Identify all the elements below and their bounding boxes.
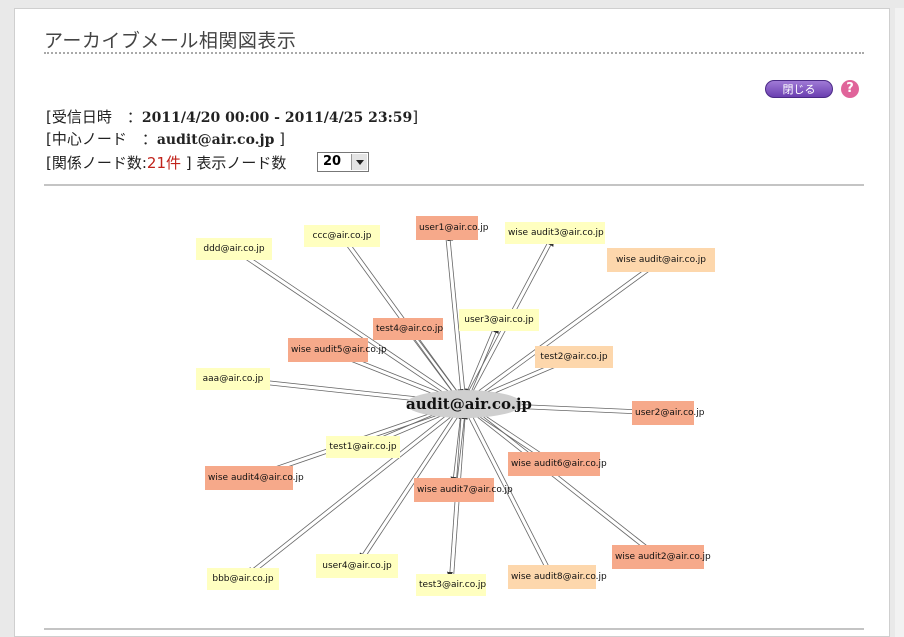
graph-node[interactable]: test2@air.co.jp bbox=[535, 346, 613, 368]
edge-from-center bbox=[464, 264, 658, 406]
chevron-down-icon[interactable] bbox=[351, 154, 367, 170]
received-date-label: [受信日時 ： bbox=[46, 108, 142, 126]
graph-node[interactable]: user4@air.co.jp bbox=[316, 554, 398, 578]
page-title: アーカイブメール相関図表示 bbox=[44, 30, 297, 52]
related-node-row: [関係ノード数:21件 ] 表示ノード数 bbox=[46, 152, 286, 173]
edge-to-center bbox=[340, 236, 459, 399]
related-count-value: 21件 bbox=[146, 154, 182, 172]
graph-node[interactable]: wise audit6@air.co.jp bbox=[508, 452, 607, 476]
related-count-label: [関係ノード数: bbox=[46, 154, 147, 172]
graph-node[interactable]: bbb@air.co.jp bbox=[207, 568, 279, 590]
graph-node[interactable]: test4@air.co.jp bbox=[373, 318, 443, 340]
display-count-label: ] 表示ノード数 bbox=[181, 154, 287, 172]
edge-to-center bbox=[406, 329, 458, 400]
edge-to-center bbox=[232, 250, 457, 402]
edge-to-center bbox=[358, 411, 462, 568]
close-button[interactable]: 閉じる bbox=[765, 80, 833, 98]
window-scrollbar[interactable] bbox=[895, 8, 904, 637]
graph-node[interactable]: wise audit8@air.co.jp bbox=[508, 565, 607, 589]
section-divider-top bbox=[44, 184, 864, 186]
edge-from-center bbox=[246, 402, 464, 575]
received-date-value: 2011/4/20 00:00 - 2011/4/25 23:59 bbox=[141, 110, 413, 126]
graph-node[interactable]: test1@air.co.jp bbox=[326, 436, 400, 458]
edge-to-center bbox=[444, 228, 464, 397]
center-node-end: ] bbox=[274, 130, 286, 148]
edge-to-center bbox=[464, 319, 498, 397]
edge-from-center bbox=[461, 404, 548, 573]
graph-node[interactable]: test3@air.co.jp bbox=[416, 574, 486, 596]
edge-to-center bbox=[469, 410, 555, 577]
center-node-label: [中心ノード ： bbox=[46, 130, 157, 148]
graph-node[interactable]: aaa@air.co.jp bbox=[196, 368, 270, 390]
edge-from-center bbox=[239, 250, 466, 403]
edge-from-center bbox=[462, 405, 653, 556]
graph-node[interactable]: ccc@air.co.jp bbox=[304, 225, 380, 247]
graph-node[interactable]: wise audit4@air.co.jp bbox=[205, 466, 304, 490]
center-node-value: audit@air.co.jp bbox=[156, 132, 275, 148]
graph-node[interactable]: wise audit2@air.co.jp bbox=[612, 545, 711, 569]
graph-node[interactable]: user3@air.co.jp bbox=[459, 309, 539, 331]
graph-node[interactable]: user1@air.co.jp bbox=[416, 216, 488, 240]
edge-to-center bbox=[455, 412, 468, 491]
display-count-select[interactable]: 20 bbox=[317, 152, 369, 172]
display-count-value: 20 bbox=[323, 154, 342, 169]
title-divider bbox=[44, 52, 864, 54]
received-date-row: [受信日時 ：2011/4/20 00:00 - 2011/4/25 23:59… bbox=[46, 106, 418, 127]
graph-node[interactable]: wise audit3@air.co.jp bbox=[505, 222, 605, 244]
graph-node[interactable]: wise audit@air.co.jp bbox=[607, 248, 715, 272]
content-panel bbox=[14, 8, 890, 637]
received-date-end: ] bbox=[412, 108, 419, 126]
edge-to-center bbox=[471, 407, 660, 556]
graph-node[interactable]: ddd@air.co.jp bbox=[196, 238, 272, 260]
help-icon[interactable]: ? bbox=[841, 80, 859, 98]
graph-node[interactable]: wise audit7@air.co.jp bbox=[414, 478, 513, 502]
graph-node[interactable]: user2@air.co.jp bbox=[632, 401, 704, 425]
center-node[interactable]: audit@air.co.jp bbox=[406, 390, 532, 418]
edge-from-center bbox=[447, 233, 467, 404]
graph-node[interactable]: wise audit5@air.co.jp bbox=[288, 338, 387, 362]
edge-from-center bbox=[358, 402, 463, 561]
section-divider-bottom bbox=[44, 628, 864, 630]
center-node-row: [中心ノード ：audit@air.co.jp ] bbox=[46, 128, 285, 149]
edge-to-center bbox=[243, 410, 460, 581]
edge-to-center bbox=[469, 258, 661, 398]
